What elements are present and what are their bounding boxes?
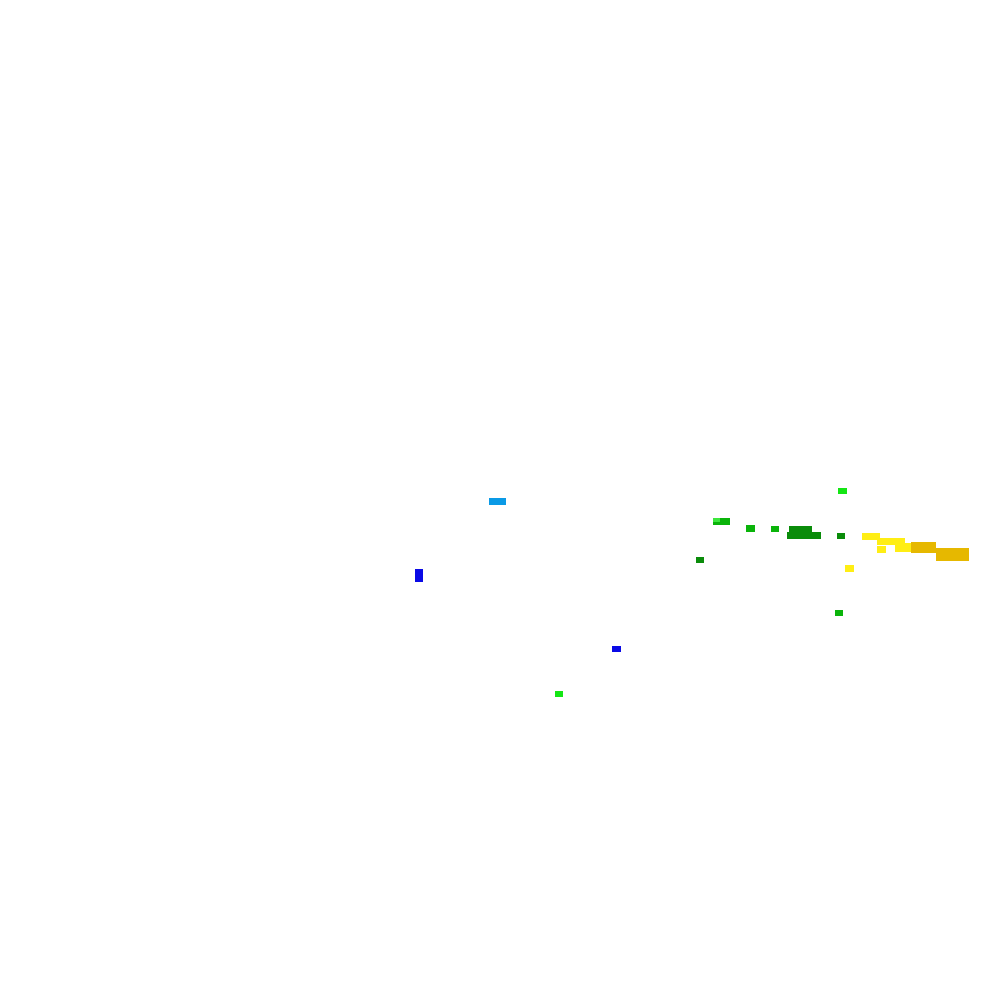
bright-green-patch-2 (555, 691, 563, 697)
dark-green-patch-1 (789, 526, 812, 533)
yellow-patch-3 (895, 543, 913, 552)
dark-green-patch-2 (787, 532, 821, 539)
green-patch-4 (835, 610, 843, 616)
green-patch-1 (713, 518, 730, 525)
yellow-patch-5 (845, 565, 854, 572)
light-green-patch-1 (713, 518, 720, 522)
green-patch-2 (746, 525, 755, 532)
gold-patch-1 (911, 542, 936, 553)
dark-green-patch-3 (837, 533, 845, 539)
blue-patch-1 (415, 569, 423, 582)
sky-blue-patch-1 (489, 498, 506, 505)
yellow-patch-1 (862, 533, 880, 540)
green-patch-3 (771, 526, 779, 532)
bright-green-patch-1 (838, 488, 847, 494)
yellow-patch-2 (877, 538, 905, 545)
blue-patch-2 (612, 646, 621, 652)
gold-patch-2 (936, 548, 969, 561)
dark-green-patch-4 (696, 557, 704, 563)
yellow-patch-4 (877, 546, 886, 553)
